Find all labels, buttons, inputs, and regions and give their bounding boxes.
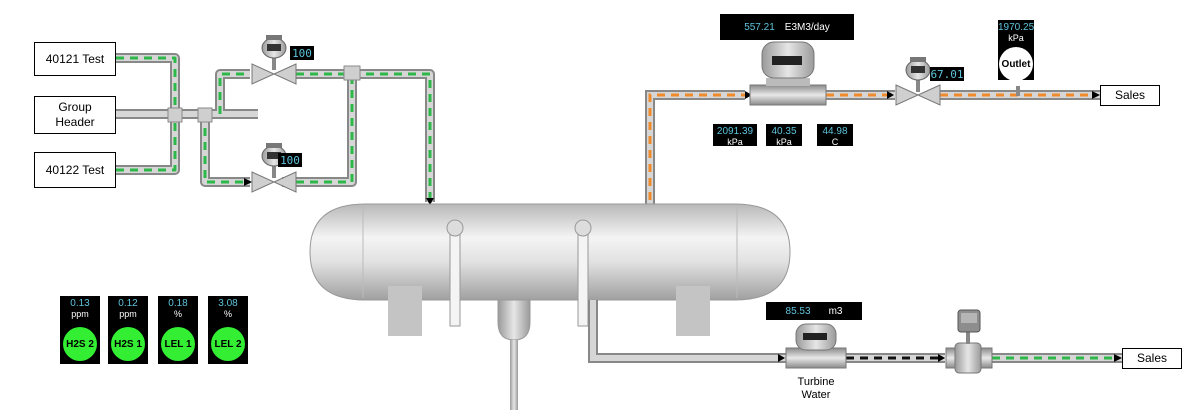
gas-dp-readout: 40.35 kPa	[766, 124, 802, 147]
detector-value: 0.18	[168, 298, 188, 309]
gas-temp-unit: C	[831, 137, 839, 147]
water-volume-unit: m3	[828, 305, 843, 317]
turbine-water-label: Turbine Water	[797, 376, 835, 401]
detector-status: LEL 2	[208, 324, 248, 364]
gas-outlet-piping	[645, 90, 1100, 205]
detector-unit: %	[173, 309, 182, 319]
gas-dp-unit: kPa	[776, 137, 792, 147]
water-sales-destination[interactable]: Sales	[1122, 348, 1182, 369]
source-group-header[interactable]: Group Header	[34, 96, 116, 134]
detector-status: H2S 2	[60, 324, 100, 364]
source-40121-label: 40121 Test	[45, 51, 105, 66]
gas-temp-readout: 44.98 C	[817, 124, 853, 147]
outlet-tap	[1016, 86, 1020, 96]
gas-temp-value: 44.98	[822, 126, 848, 137]
water-volume-readout: 85.53 m3	[766, 302, 862, 320]
gas-flow-unit: E3M3/day	[784, 21, 830, 33]
water-sales-label: Sales	[1136, 351, 1168, 365]
gas-pressure-unit: kPa	[727, 137, 743, 147]
detector-unit: ppm	[71, 309, 89, 319]
detector-readout: 3.08 %	[208, 296, 248, 324]
gas-dp-value: 40.35	[771, 126, 797, 137]
detector-unit: %	[223, 309, 232, 319]
water-piping	[588, 300, 1122, 363]
inlet-piping	[116, 53, 435, 205]
detector-unit: ppm	[119, 309, 137, 319]
lower-valve-output: 100	[278, 153, 302, 167]
detector-value: 0.12	[118, 298, 138, 309]
gas-pressure-readout: 2091.39 kPa	[713, 124, 757, 147]
detector-readout: 0.18 %	[158, 296, 198, 324]
detector-name: H2S 1	[111, 327, 145, 361]
detector-value: 3.08	[218, 298, 238, 309]
gas-control-valve[interactable]	[895, 57, 941, 106]
detector-value: 0.13	[70, 298, 90, 309]
gas-sales-destination[interactable]: Sales	[1100, 85, 1160, 106]
detector-readout: 0.12 ppm	[108, 296, 148, 324]
detector-status: H2S 1	[108, 324, 148, 364]
upper-inlet-valve[interactable]	[251, 35, 297, 85]
outlet-pressure-value: 1970.25	[998, 22, 1035, 33]
detector-name: LEL 1	[161, 327, 195, 361]
source-40122-label: 40122 Test	[45, 162, 105, 177]
outlet-pressure-readout: 1970.25 kPa	[998, 20, 1034, 46]
gas-flow-meter[interactable]	[749, 41, 827, 106]
gas-flow-value: 557.21	[744, 21, 775, 33]
source-40121-test[interactable]: 40121 Test	[34, 42, 116, 76]
detector-name: LEL 2	[211, 327, 245, 361]
gas-detector-h2s-1[interactable]: 0.12 ppm H2S 1	[108, 296, 148, 364]
source-group-header-label: Group Header	[55, 100, 95, 129]
water-dump-valve[interactable]	[945, 309, 993, 374]
water-volume-value: 85.53	[785, 305, 811, 317]
gas-valve-output: 67.01	[930, 67, 964, 81]
gas-detector-h2s-2[interactable]: 0.13 ppm H2S 2	[60, 296, 100, 364]
separator-vessel[interactable]	[309, 203, 791, 410]
lower-inlet-valve[interactable]	[244, 143, 297, 193]
gas-flow-readout: 557.21 E3M3/day	[720, 14, 854, 40]
outlet-pressure-indicator[interactable]: 1970.25 kPa Outlet	[998, 20, 1034, 81]
gas-detector-lel-1[interactable]: 0.18 % LEL 1	[158, 296, 198, 364]
gas-detector-lel-2[interactable]: 3.08 % LEL 2	[208, 296, 248, 364]
outlet-label: Outlet	[999, 47, 1033, 81]
source-40122-test[interactable]: 40122 Test	[34, 152, 116, 188]
outlet-pressure-unit: kPa	[1008, 33, 1024, 43]
detector-readout: 0.13 ppm	[60, 296, 100, 324]
detector-status: LEL 1	[158, 324, 198, 364]
gas-pressure-value: 2091.39	[716, 126, 754, 137]
detector-name: H2S 2	[63, 327, 97, 361]
upper-valve-output: 100	[290, 46, 314, 60]
water-turbine-meter[interactable]	[785, 323, 847, 369]
gas-sales-label: Sales	[1114, 88, 1146, 102]
